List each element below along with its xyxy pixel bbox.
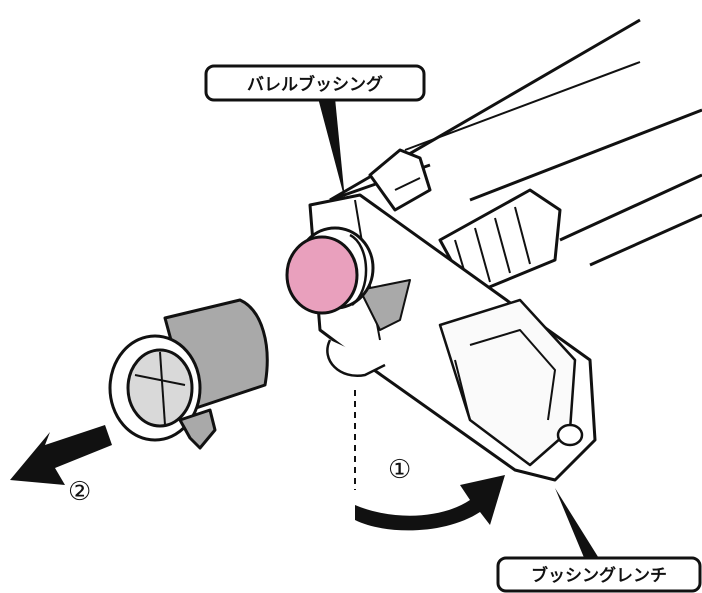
curved-arrow-icon — [355, 475, 505, 530]
left-arrow-icon — [10, 425, 112, 485]
removed-bushing — [110, 300, 267, 448]
step-2-label: ② — [68, 477, 91, 507]
barrel-bushing-label: バレルブッシング — [247, 74, 383, 95]
bushing-wrench-callout: ブッシングレンチ — [498, 488, 700, 591]
bushing-wrench-label: ブッシングレンチ — [531, 565, 667, 586]
step-1-label: ① — [388, 455, 411, 485]
